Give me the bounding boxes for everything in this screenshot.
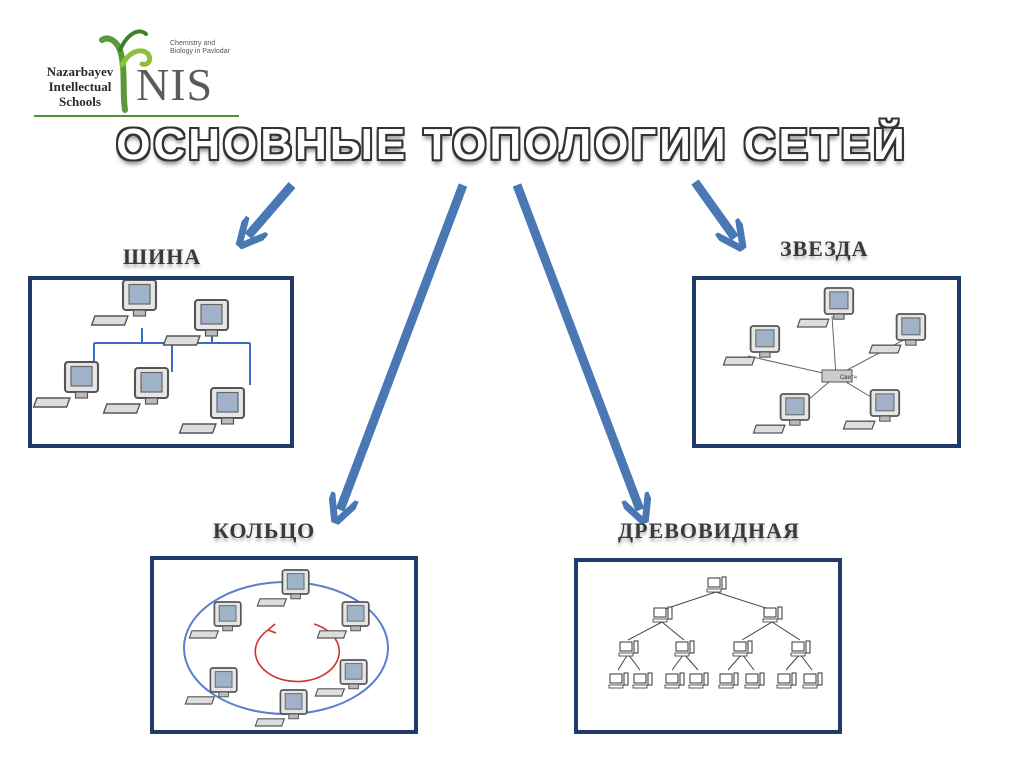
computer-icon [314,659,368,697]
logo-mark: NIS [136,59,214,110]
computer-icon [254,689,308,727]
star-topology-diagram: Свитч [722,287,927,434]
label-bus: ШИНА [123,244,202,269]
logo-org-name: Nazarbayev Intellectual Schools [46,64,114,109]
computer-icon [188,601,242,639]
logo-divider [34,115,239,117]
computer-icon [752,393,811,434]
bus-topology-diagram [32,280,251,434]
ring-topology-box [150,556,418,734]
label-star: ЗВЕЗДА [780,236,869,261]
tree-topology-box [574,558,842,734]
bus-topology-box [28,276,294,448]
computer-icon [632,672,653,689]
computer-icon [790,640,811,657]
arrow-to-tree [512,183,640,510]
computer-icon [688,672,709,689]
computer-icon [608,672,629,689]
computer-icon [178,386,246,434]
sprout-logo-icon [99,29,153,113]
computer-icon [162,298,230,346]
computer-icon [102,366,170,414]
computer-icon [674,640,695,657]
arrow-to-bus [248,182,296,236]
page-title: ОСНОВНЫЕ ТОПОЛОГИИ СЕТЕЙ [116,120,908,169]
computer-icon [652,606,673,623]
label-tree: ДРЕВОВИДНАЯ [618,518,800,543]
computer-icon [842,389,901,430]
computer-icon [256,569,310,607]
computer-icon [718,672,739,689]
computer-icon [744,672,765,689]
computer-icon [664,672,685,689]
computer-icon [776,672,797,689]
switch-icon [821,369,853,383]
switch-label: Свитч [840,375,857,381]
star-topology-box: Свитч [692,276,961,448]
ring-topology-diagram [183,569,389,727]
computer-icon [184,667,238,705]
tree-topology-diagram [608,576,823,689]
arrow-to-star [691,179,735,238]
direction-arrow-icon [267,623,277,634]
computer-icon [316,601,370,639]
computer-icon [706,576,727,593]
logo-tagline: Chemistry and Biology in Pavlodar [170,40,230,55]
computer-icon [796,287,855,328]
computer-icon [762,606,783,623]
computer-icon [802,672,823,689]
computer-icon [732,640,753,657]
computer-icon [32,360,100,408]
computer-icon [90,280,158,326]
computer-icon [618,640,639,657]
computer-icon [722,325,781,366]
computer-icon [868,313,927,354]
school-logo: Nazarbayev Intellectual Schools NIS Chem… [30,20,245,122]
arrow-to-ring [340,183,468,510]
label-ring: КОЛЬЦО [213,518,316,543]
